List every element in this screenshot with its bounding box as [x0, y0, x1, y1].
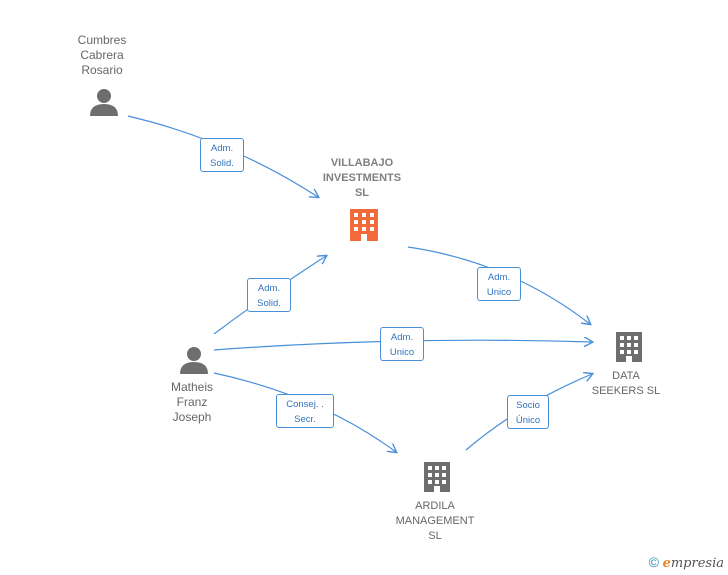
- building-icon[interactable]: [422, 460, 452, 494]
- edge-label-cumbres-villabajo[interactable]: Adm. Solid.: [200, 138, 244, 172]
- person-icon[interactable]: [89, 87, 119, 117]
- edge-label-ardila-dataseekers[interactable]: Socio Único: [507, 395, 549, 429]
- node-label-cumbres: Cumbres Cabrera Rosario: [77, 33, 127, 77]
- node-label-data-seekers: DATA SEEKERS SL: [591, 370, 661, 397]
- empresia-watermark[interactable]: © empresia: [649, 554, 724, 571]
- node-label-villabajo: VILLABAJO INVESTMENTS SL: [322, 157, 402, 199]
- edge-label-matheis-villabajo[interactable]: Adm. Solid.: [247, 278, 291, 312]
- edge-label-matheis-ardila[interactable]: Consej. . Secr.: [276, 394, 334, 428]
- edge-label-matheis-dataseekers[interactable]: Adm. Unico: [380, 327, 424, 361]
- edge-label-villabajo-dataseekers[interactable]: Adm. Unico: [477, 267, 521, 301]
- node-label-ardila: ARDILA MANAGEMENT SL: [395, 500, 475, 542]
- building-icon[interactable]: [614, 330, 644, 364]
- node-label-matheis: Matheis Franz Joseph: [170, 380, 214, 424]
- brand-logo: empresia: [662, 556, 724, 571]
- building-icon-main[interactable]: [348, 207, 380, 243]
- copyright-symbol: ©: [648, 554, 659, 570]
- person-icon[interactable]: [179, 345, 209, 375]
